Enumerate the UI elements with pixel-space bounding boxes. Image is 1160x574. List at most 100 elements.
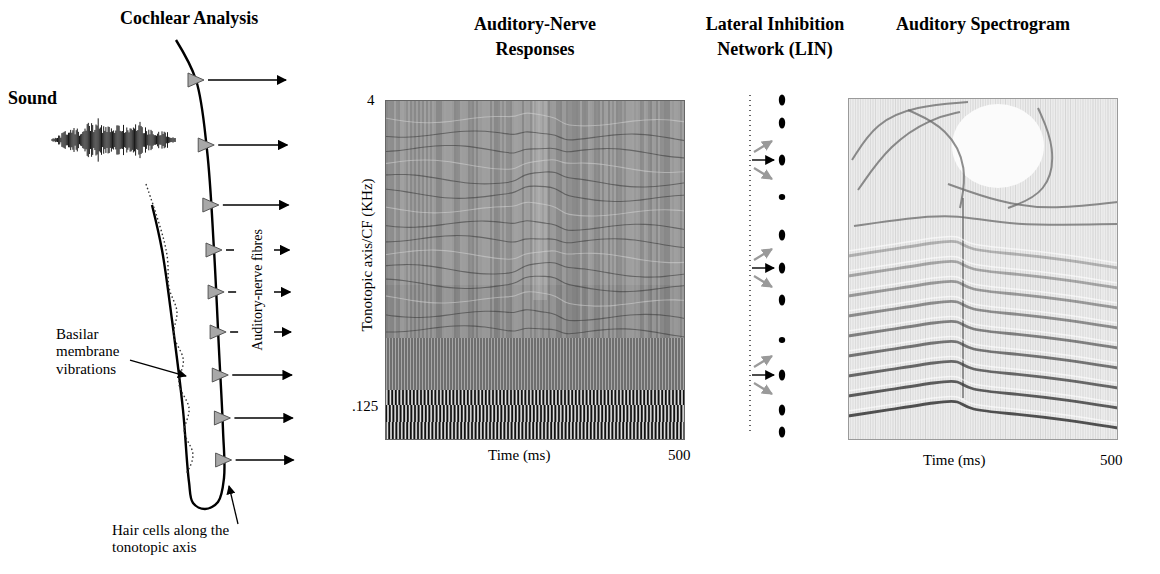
- striation: [517, 405, 518, 422]
- striation: [511, 405, 513, 422]
- striation: [462, 338, 463, 390]
- striation: [518, 338, 519, 390]
- striation: [408, 338, 409, 390]
- striation: [391, 390, 393, 405]
- striation: [523, 390, 524, 405]
- striation: [495, 422, 496, 440]
- striation: [1080, 98, 1081, 440]
- striation: [401, 338, 402, 390]
- striation: [629, 390, 631, 405]
- striation: [464, 338, 465, 390]
- striation: [431, 390, 433, 405]
- striation: [543, 390, 545, 405]
- striation: [536, 338, 537, 390]
- striation: [1055, 98, 1056, 440]
- striation: [568, 422, 570, 440]
- leader-arrow: [229, 486, 238, 524]
- striation: [543, 422, 545, 440]
- striation: [655, 405, 657, 422]
- waveform-line: [144, 133, 145, 147]
- striation: [468, 405, 470, 422]
- striation: [549, 422, 550, 440]
- striation: [424, 390, 426, 405]
- striation: [640, 390, 642, 405]
- striation: [618, 338, 619, 390]
- excitation-arrow: [752, 267, 774, 268]
- striation: [399, 390, 401, 405]
- striation: [492, 405, 493, 422]
- striation: [407, 405, 409, 422]
- waveform-line: [137, 130, 138, 150]
- striation: [644, 422, 646, 440]
- waveform-line: [70, 130, 71, 150]
- striation: [660, 338, 661, 390]
- striation: [463, 405, 464, 422]
- striation: [532, 390, 534, 405]
- striation: [416, 405, 417, 422]
- striation: [589, 405, 590, 422]
- striation: [653, 422, 654, 440]
- waveform-line: [76, 130, 77, 150]
- striation: [394, 390, 395, 405]
- hair-cell: [216, 453, 232, 467]
- striation: [591, 405, 593, 422]
- striation: [668, 338, 669, 390]
- striation: [447, 405, 449, 422]
- striation: [945, 98, 946, 440]
- formant-trace: [385, 276, 685, 291]
- striation: [571, 390, 573, 405]
- waveform-line: [173, 137, 174, 142]
- striation: [525, 422, 527, 440]
- striation: [628, 390, 629, 405]
- striation: [592, 390, 593, 405]
- striation: [638, 390, 639, 405]
- striation: [648, 405, 650, 422]
- striation: [486, 338, 487, 390]
- annotation: Basilar membrane vibrations: [56, 326, 136, 378]
- striation: [604, 422, 606, 440]
- striation: [497, 405, 499, 422]
- striation: [422, 338, 423, 390]
- striation: [435, 338, 436, 390]
- striation: [413, 405, 414, 422]
- striation: [513, 422, 514, 440]
- panel-heading: Auditory-Nerve Responses: [435, 12, 635, 62]
- striation: [470, 405, 471, 422]
- panel-ground: [385, 100, 685, 440]
- waveform-line: [103, 126, 104, 153]
- striation: [437, 422, 438, 440]
- striation: [607, 422, 608, 440]
- striation: [575, 390, 577, 405]
- waveform-line: [80, 134, 81, 145]
- striation: [677, 338, 678, 390]
- waveform-line: [82, 132, 83, 148]
- striation: [427, 390, 429, 405]
- striation: [450, 422, 452, 440]
- striation: [431, 338, 432, 390]
- striation: [668, 405, 669, 422]
- tick-label: 500: [1100, 452, 1123, 469]
- striation: [414, 405, 416, 422]
- striation: [512, 338, 513, 390]
- striation: [585, 338, 586, 390]
- striation: [632, 422, 633, 440]
- waveform-line: [66, 135, 67, 146]
- striation: [530, 338, 531, 390]
- striation: [387, 422, 388, 440]
- striation: [605, 338, 606, 390]
- striation: [414, 422, 416, 440]
- striation: [432, 338, 433, 390]
- striation: [680, 338, 681, 390]
- striation: [596, 405, 597, 422]
- waveform-line: [52, 139, 53, 141]
- striation: [651, 422, 653, 440]
- striation: [557, 338, 558, 390]
- striation: [549, 338, 550, 390]
- striation: [647, 390, 649, 405]
- formant-trace: [385, 202, 685, 216]
- striation: [446, 422, 448, 440]
- striation: [1075, 98, 1076, 440]
- striation: [513, 338, 514, 390]
- striation: [639, 338, 640, 390]
- striation: [563, 338, 564, 390]
